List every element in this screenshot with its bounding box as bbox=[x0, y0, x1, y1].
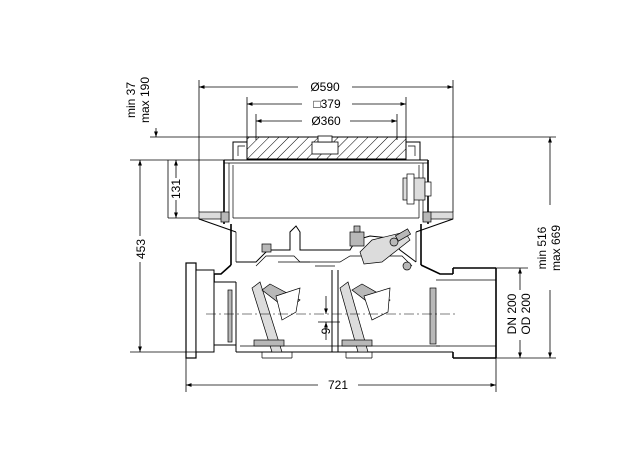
dim-square-379: □379 bbox=[313, 97, 341, 111]
dim-pipe-od: OD 200 bbox=[519, 293, 533, 335]
dim-pipe-dn: DN 200 bbox=[505, 293, 519, 334]
dim-total-max: max 669 bbox=[549, 225, 563, 271]
dimension-labels: Ø590 □379 Ø360 131 453 min 37 max 190 mi… bbox=[124, 77, 563, 392]
dim-dia-360: Ø360 bbox=[311, 114, 341, 128]
dim-height-453: 453 bbox=[134, 239, 148, 259]
dim-total-min: min 516 bbox=[535, 226, 549, 269]
dim-height-131: 131 bbox=[169, 179, 183, 199]
dim-adjust-max: max 190 bbox=[138, 77, 152, 123]
drain-body bbox=[185, 135, 497, 359]
dim-dia-590: Ø590 bbox=[310, 80, 340, 94]
dim-width-721: 721 bbox=[328, 378, 348, 392]
dim-height-9: 9 bbox=[319, 327, 333, 334]
dimension-lines bbox=[130, 80, 556, 392]
dim-adjust-min: min 37 bbox=[124, 82, 138, 118]
